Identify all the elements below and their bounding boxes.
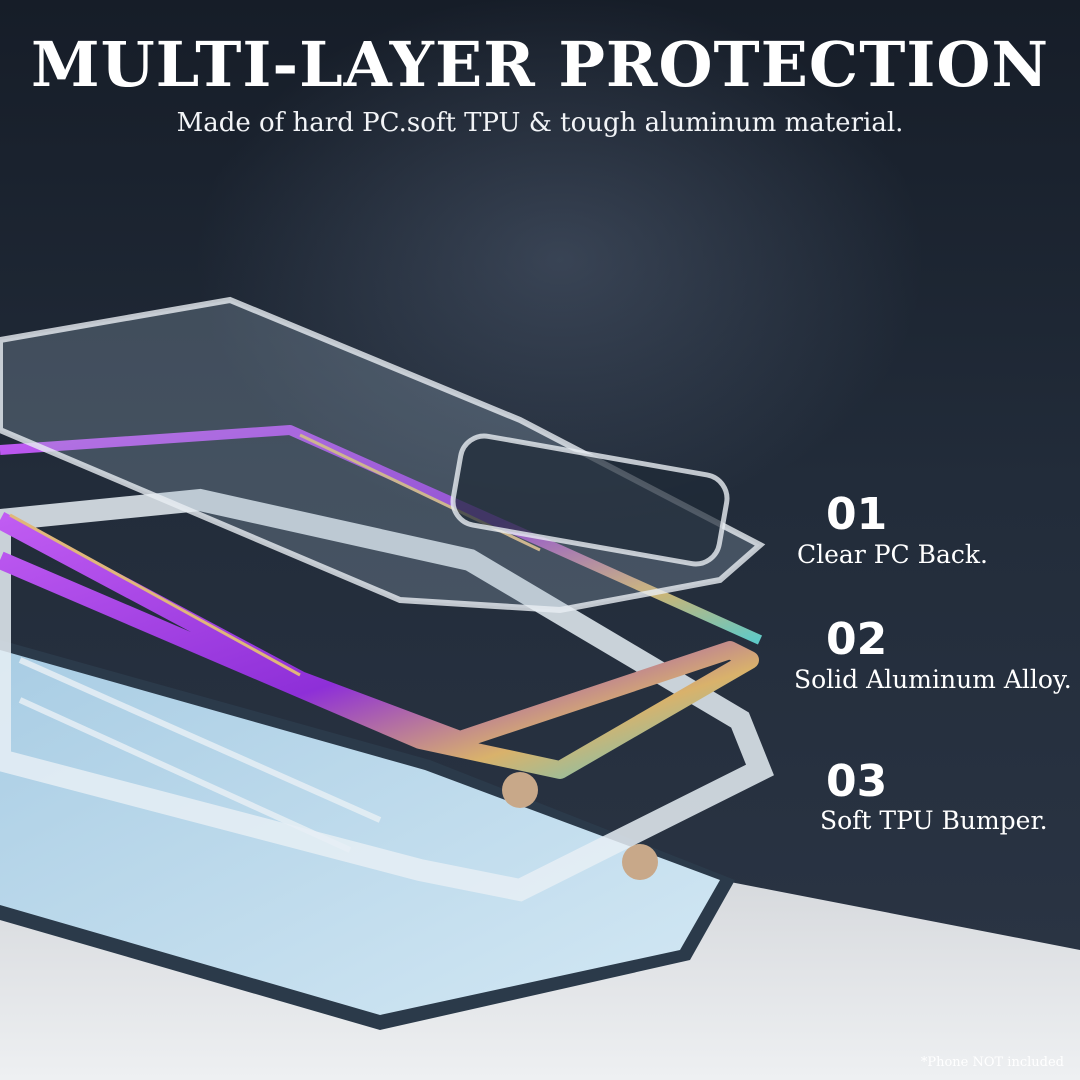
clear-pc-back [0, 296, 766, 614]
headline: MULTI-LAYER PROTECTION [30, 28, 1050, 101]
aluminum-frame [0, 425, 763, 779]
layer-name-1: Clear PC Back. [797, 540, 988, 569]
disclaimer-note: *Phone NOT included [920, 1055, 1064, 1070]
subheadline: Made of hard PC.soft TPU & tough aluminu… [176, 108, 904, 138]
layer-number-2: 02 [826, 614, 888, 665]
layer-name-2: Solid Aluminum Alloy. [794, 665, 1072, 694]
layer-number-3: 03 [826, 756, 888, 807]
phone [0, 640, 735, 1030]
layer-number-1: 01 [826, 489, 888, 540]
layer-name-3: Soft TPU Bumper. [820, 806, 1048, 835]
tpu-bumper [0, 488, 774, 902]
